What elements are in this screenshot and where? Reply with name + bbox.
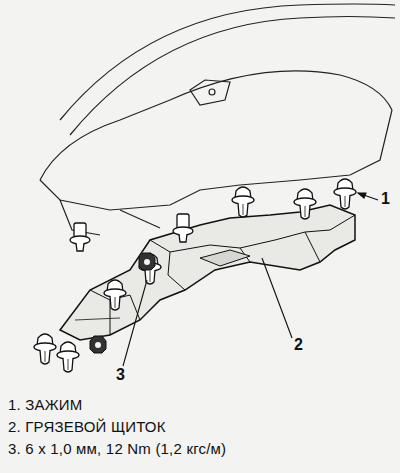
legend-line: 1. ЗАЖИМ <box>8 397 82 414</box>
legend-line: 3. 6 x 1,0 мм, 12 Nm (1,2 кгс/м) <box>8 441 226 458</box>
callout-number: 2 <box>294 336 303 354</box>
callout-number: 3 <box>116 366 125 384</box>
legend-line: 2. ГРЯЗЕВОЙ ЩИТОК <box>8 419 166 436</box>
callout-number: 1 <box>381 190 390 208</box>
